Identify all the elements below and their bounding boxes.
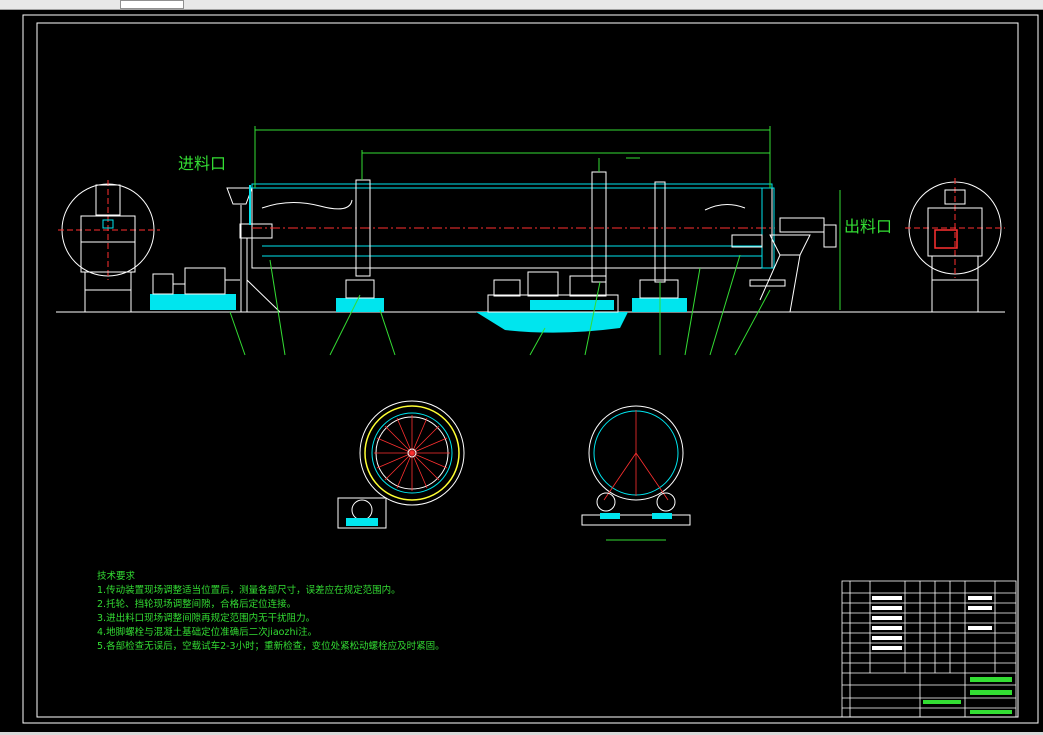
inner-frame [36, 22, 1019, 718]
left-end-view [58, 180, 160, 312]
tech-requirement-item: 2.托轮、挡轮现场调整间隙，合格后定位连接。 [97, 599, 297, 610]
toolbar-input[interactable] [120, 0, 184, 9]
outlet-hood [731, 217, 837, 313]
dimension-lines [229, 126, 841, 356]
status-bar [0, 732, 1043, 735]
rotary-drum [251, 171, 775, 283]
outer-frame [22, 14, 1039, 724]
toolbar [0, 0, 1043, 10]
section-girth-gear [337, 400, 465, 529]
inlet-hopper [226, 185, 281, 313]
tech-requirement-item: 1.传动装置现场调整适当位置后，测量各部尺寸，误差应在规定范围内。 [97, 585, 401, 596]
tech-requirement-item: 3.进出料口现场调整间隙再规定范围内无干扰阻力。 [97, 613, 316, 624]
section-support-rollers [581, 405, 691, 541]
tech-requirements-title: 技术要求 [97, 571, 136, 582]
right-end-view [905, 178, 1005, 312]
title-block [841, 580, 1017, 718]
inlet-label: 进料口 [178, 154, 227, 173]
inlet-blower [150, 267, 240, 310]
tech-requirement-item: 5.各部检查无误后，空载试车2-3小时；重新检查，变位处紧松动螺栓应及时紧固。 [97, 641, 445, 652]
outlet-label: 出料口 [844, 217, 893, 236]
cad-drawing [22, 14, 1039, 724]
tech-requirement-item: 4.地脚螺栓与混凝土基础定位准确后二次jiaozhi注。 [97, 627, 318, 638]
cad-canvas[interactable]: 进料口 出料口 技术要求 1.传动装置现场调整适当位置后，测量各部尺寸，误差应在… [0, 10, 1043, 732]
drive-unit [476, 271, 628, 333]
title-block-fills [872, 596, 1012, 714]
